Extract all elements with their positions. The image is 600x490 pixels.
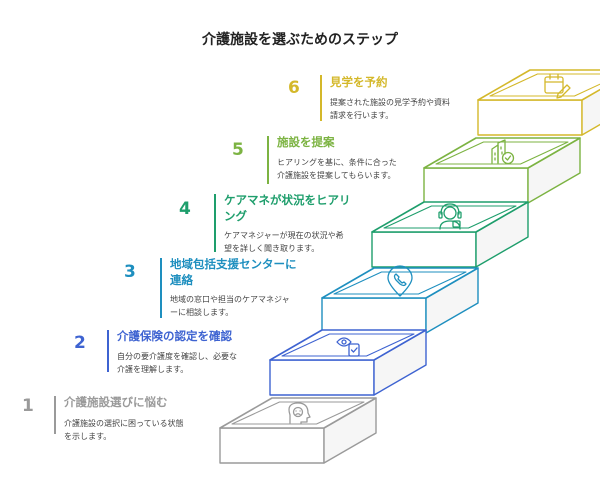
stair-step-3	[321, 267, 479, 334]
step-accent-bar	[214, 194, 216, 252]
headset-agent-icon	[438, 203, 462, 230]
stair-step-4	[371, 201, 529, 268]
step-number: 4	[179, 199, 191, 219]
step-title: ング	[224, 209, 247, 223]
step-description: ーに相談します。	[170, 308, 234, 317]
eye-checklist-icon	[336, 337, 360, 357]
step-title: 見学を予約	[330, 75, 388, 89]
stair-step-5	[423, 137, 581, 204]
step-title: 連絡	[170, 273, 193, 287]
stair-step-1	[219, 397, 377, 464]
step-accent-bar	[107, 330, 109, 372]
step-title: 介護施設選びに悩む	[64, 395, 168, 409]
step-title: 地域包括支援センターに	[170, 257, 297, 271]
step-number: 6	[288, 78, 300, 98]
step-description: 地域の窓口や担当のケアマネジャ	[170, 295, 290, 304]
step-description: 望を詳しく聞き取ります。	[224, 244, 320, 253]
step-title: ケアマネが状況をヒアリ	[224, 193, 351, 207]
step-number: 1	[22, 396, 34, 416]
step-number: 2	[74, 333, 86, 353]
step-description: 自分の要介護度を確認し、必要な	[117, 352, 237, 361]
step-number: 5	[232, 140, 244, 160]
confused-person-icon	[288, 402, 311, 425]
step-title: 施設を提案	[277, 135, 335, 149]
step-accent-bar	[320, 75, 322, 121]
building-check-icon	[491, 139, 515, 165]
step-description: ケアマネジャーが現在の状況や希	[224, 231, 344, 240]
phone-location-icon	[387, 265, 413, 297]
step-number: 3	[124, 262, 136, 282]
step-description: 提案された施設の見学予約や資料	[330, 98, 450, 107]
step-description: ヒアリングを基に、条件に合った	[277, 158, 397, 167]
stair-step-6	[477, 69, 600, 136]
diagram-title: 介護施設を選ぶためのステップ	[202, 32, 398, 48]
step-title: 介護保険の認定を確認	[117, 329, 232, 343]
step-accent-bar	[267, 136, 269, 184]
step-accent-bar	[160, 258, 162, 318]
step-description: 請求を行います。	[330, 111, 394, 120]
step-description: 介護を理解します。	[117, 365, 189, 374]
step-accent-bar	[54, 396, 56, 434]
calendar-edit-icon	[544, 73, 571, 99]
step-description: を示します。	[64, 432, 112, 441]
step-description: 介護施設を提案してもらいます。	[277, 171, 396, 180]
step-description: 介護施設の選択に困っている状態	[64, 419, 184, 428]
